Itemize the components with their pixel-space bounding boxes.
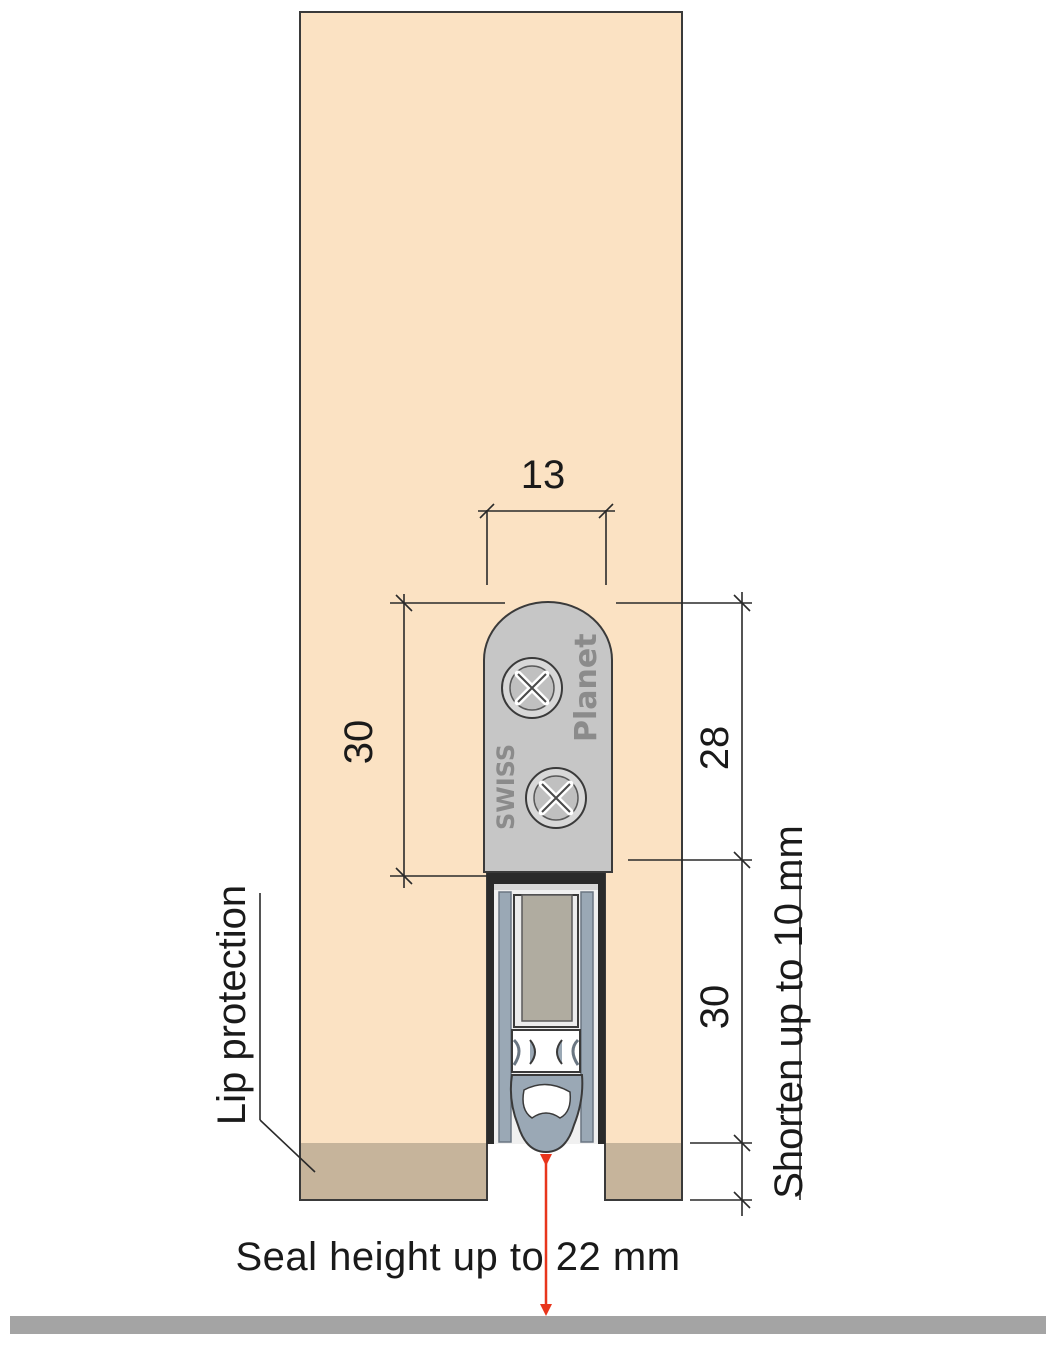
shorten-label: Shorten up to 10 mm bbox=[767, 825, 811, 1199]
dim-30-tick-bottom bbox=[395, 867, 413, 885]
dim-30-right-label: 30 bbox=[693, 985, 737, 1030]
mounting-plate: Planet SWISS bbox=[483, 601, 613, 873]
dim-30-tick-top bbox=[395, 594, 413, 612]
brand-planet: Planet bbox=[569, 633, 604, 742]
clip-section bbox=[511, 1029, 581, 1073]
clip-arms bbox=[512, 1038, 580, 1066]
dim-13-label: 13 bbox=[521, 453, 566, 497]
clip-hooks bbox=[529, 1039, 563, 1065]
screw-lower-icon bbox=[525, 767, 587, 829]
profile-wall-right bbox=[598, 872, 605, 1144]
dim-right-tick-2 bbox=[733, 851, 751, 869]
floor bbox=[10, 1316, 1046, 1334]
seal-profile-housing bbox=[487, 872, 605, 1154]
guide-left bbox=[498, 891, 512, 1143]
lip-protection-label: Lip protection bbox=[210, 885, 254, 1125]
screw-upper-icon bbox=[501, 657, 563, 719]
dim-28-label: 28 bbox=[693, 726, 737, 771]
profile-inner-top bbox=[494, 884, 598, 890]
dim-13-tick-left bbox=[479, 503, 495, 519]
door-leaf bbox=[299, 11, 683, 1201]
mechanism-block bbox=[521, 894, 573, 1022]
dim-right-tick-1 bbox=[733, 594, 751, 612]
lip-leader-diagonal bbox=[259, 1119, 316, 1173]
profile-wall-left bbox=[487, 872, 494, 1144]
dim-30-label: 30 bbox=[337, 720, 381, 765]
sealing-lip-hollow bbox=[522, 1083, 572, 1119]
dim-13-tick-right bbox=[598, 503, 614, 519]
brand-swiss: SWISS bbox=[492, 744, 520, 830]
dimension-lines bbox=[259, 503, 801, 1216]
seal-height-label: Seal height up to 22 mm bbox=[235, 1235, 680, 1279]
profile-top bbox=[487, 872, 605, 886]
lip-protection-strip-right bbox=[606, 1143, 681, 1199]
dim-right-tick-3 bbox=[733, 1134, 751, 1152]
lip-protection-strip-left bbox=[301, 1143, 486, 1199]
dim-right-tick-4 bbox=[733, 1191, 751, 1209]
guide-right bbox=[580, 891, 594, 1143]
